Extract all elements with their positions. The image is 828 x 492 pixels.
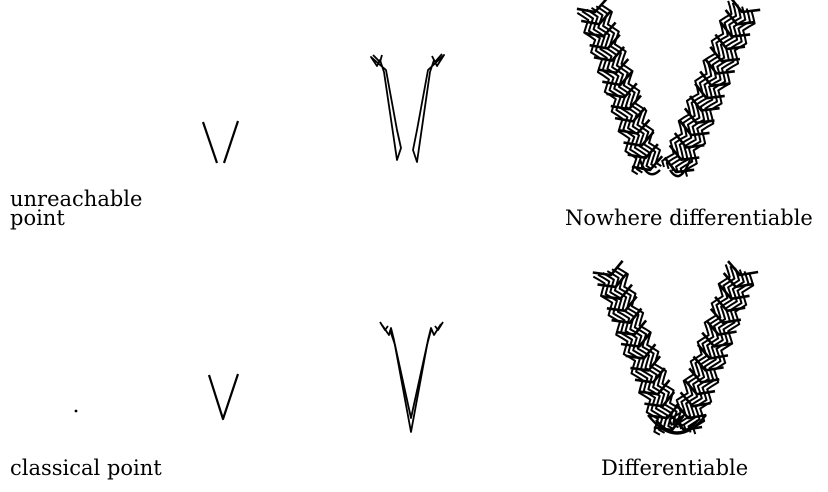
classical-point-label: classical point xyxy=(10,459,162,478)
unreachable-point-label: unreachable point xyxy=(10,190,142,228)
bottom-right-arm-strand xyxy=(689,271,749,432)
nowhere-differentiable-label: Nowhere differentiable xyxy=(565,209,813,228)
top-right-arm xyxy=(662,0,760,177)
bottom-left-arm xyxy=(593,261,684,435)
bottom-right-arm-strand xyxy=(679,268,739,429)
differentiable-label: Differentiable xyxy=(601,459,748,478)
bottom-iteration-3 xyxy=(593,261,758,435)
unreachable-point-label-line2: point xyxy=(10,209,142,228)
bottom-row-iterations xyxy=(75,261,759,435)
bottom-iteration-1 xyxy=(209,374,238,419)
top-right-arm-strand xyxy=(681,9,750,175)
bottom-iteration-2 xyxy=(380,322,443,432)
top-row-iterations xyxy=(203,0,760,177)
top-left-arm xyxy=(577,0,662,174)
top-iteration-2 xyxy=(371,54,444,162)
top-right-arm-strand xyxy=(671,5,740,171)
top-iteration-1 xyxy=(203,121,238,163)
top-iteration-3 xyxy=(577,0,760,177)
classical-point-dot xyxy=(75,410,78,413)
bottom-right-arm xyxy=(670,261,758,434)
